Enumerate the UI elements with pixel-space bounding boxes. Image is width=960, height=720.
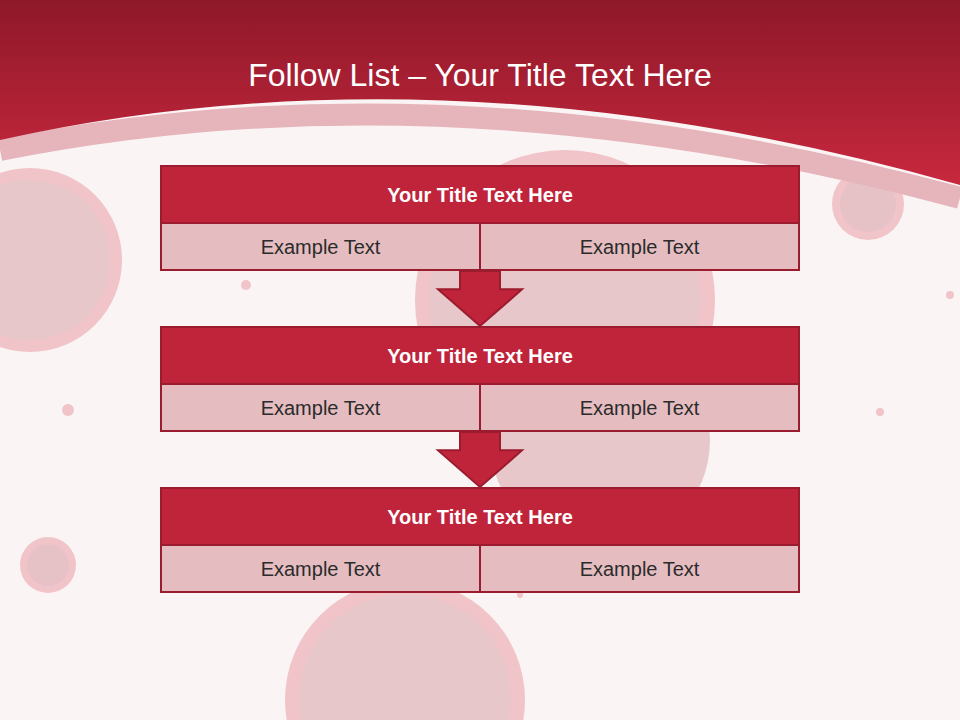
cell-text: Example Text: [568, 551, 712, 587]
block-arrow: [438, 432, 522, 487]
splatter-dot: [946, 291, 954, 299]
cell-text: Example Text: [249, 390, 393, 426]
list-cell: Example Text: [479, 544, 798, 591]
list-cell: Example Text: [479, 383, 798, 430]
list-cell: Example Text: [162, 222, 479, 269]
splatter: [27, 544, 69, 586]
list-cell: Example Text: [162, 383, 479, 430]
splatter: [285, 580, 525, 720]
cell-row: Example Text Example Text: [162, 383, 798, 430]
block-arrow: [438, 271, 522, 326]
box-heading: Your Title Text Here: [162, 489, 798, 544]
list-box: Your Title Text HereExample TextExample …: [160, 326, 800, 432]
splatter-dot: [241, 280, 251, 290]
cell-row: Example Text Example Text: [162, 222, 798, 269]
splatter-dot: [62, 404, 74, 416]
header-band: [0, 0, 960, 185]
splatters: [0, 150, 954, 720]
box-heading: Your Title Text Here: [162, 328, 798, 383]
cell-text: Example Text: [568, 390, 712, 426]
cell-text: Example Text: [249, 551, 393, 587]
splatter: [0, 180, 110, 340]
list-box: Your Title Text HereExample TextExample …: [160, 165, 800, 271]
slide-title: Follow List – Your Title Text Here: [20, 54, 940, 96]
list-cell: Example Text: [162, 544, 479, 591]
cell-text: Example Text: [568, 229, 712, 265]
cell-text: Example Text: [249, 229, 393, 265]
splatter-dot: [876, 408, 884, 416]
list-box: Your Title Text HereExample TextExample …: [160, 487, 800, 593]
splatter: [0, 168, 122, 352]
box-heading: Your Title Text Here: [162, 167, 798, 222]
cell-row: Example Text Example Text: [162, 544, 798, 591]
splatter: [20, 537, 76, 593]
list-cell: Example Text: [479, 222, 798, 269]
splatter: [299, 594, 511, 720]
